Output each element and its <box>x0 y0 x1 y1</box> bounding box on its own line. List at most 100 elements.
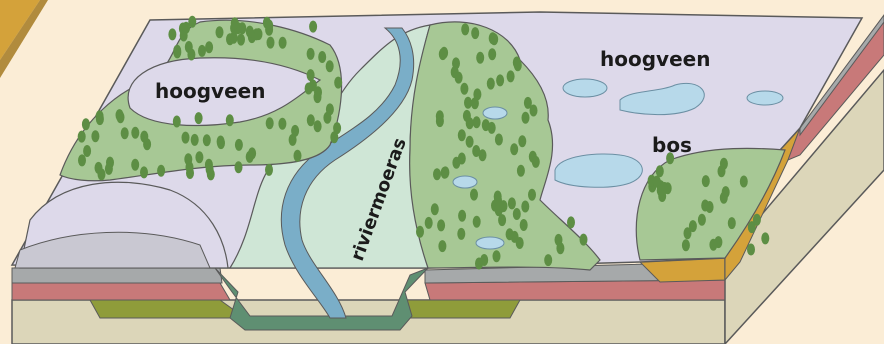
tree <box>248 147 256 159</box>
tree <box>718 165 726 177</box>
tree <box>235 139 243 151</box>
tree <box>207 168 215 180</box>
tree <box>425 217 433 229</box>
tree <box>203 134 211 146</box>
tree <box>457 228 465 240</box>
tree <box>488 122 496 134</box>
label-hoogveen-right: hoogveen <box>600 47 710 71</box>
tree <box>689 220 697 232</box>
tree <box>437 219 445 231</box>
tree <box>436 115 444 127</box>
tree <box>82 118 90 130</box>
tree <box>185 41 193 53</box>
tree <box>488 48 496 60</box>
tree <box>455 72 463 84</box>
tree <box>116 109 124 121</box>
tree <box>524 97 532 109</box>
tree <box>255 28 263 40</box>
tree <box>441 166 449 178</box>
tree <box>487 78 495 90</box>
tree <box>709 239 717 251</box>
tree <box>513 57 521 69</box>
tree <box>198 45 206 57</box>
tree <box>195 112 203 124</box>
tree <box>226 114 234 126</box>
pool <box>555 154 642 187</box>
tree <box>458 129 466 141</box>
tree <box>226 33 234 45</box>
tree <box>433 168 441 180</box>
tree <box>464 97 472 109</box>
tree <box>131 159 139 171</box>
tree <box>580 234 588 246</box>
tree <box>307 114 315 126</box>
tree <box>246 26 254 38</box>
tree <box>121 127 129 139</box>
tree <box>471 97 479 109</box>
tree <box>439 48 447 60</box>
tree <box>458 210 466 222</box>
tree <box>318 51 326 63</box>
tree <box>294 150 302 162</box>
tree <box>334 77 342 89</box>
tree <box>182 22 190 34</box>
tree <box>333 122 341 134</box>
tree <box>96 113 104 125</box>
tree <box>279 37 287 49</box>
pool <box>453 176 477 188</box>
tree <box>516 237 524 249</box>
tree <box>78 131 86 143</box>
tree <box>265 24 273 36</box>
tree <box>510 143 518 155</box>
tree <box>567 216 575 228</box>
tree <box>479 149 487 161</box>
tree <box>416 226 424 238</box>
tree <box>522 112 530 124</box>
tree <box>438 240 446 252</box>
tree <box>476 52 484 64</box>
tree <box>184 153 192 165</box>
tree <box>466 136 474 148</box>
tree <box>83 145 91 157</box>
tree <box>496 74 504 86</box>
tree <box>508 197 516 209</box>
tree <box>461 23 469 35</box>
tree <box>168 28 176 40</box>
label-hoogveen-left: hoogveen <box>155 79 265 103</box>
tree <box>95 162 103 174</box>
tree <box>702 175 710 187</box>
tree <box>507 70 515 82</box>
tree <box>720 192 728 204</box>
tree <box>473 116 481 128</box>
tree <box>216 26 224 38</box>
tree <box>323 112 331 124</box>
tree <box>518 135 526 147</box>
tree <box>521 201 529 213</box>
tree <box>278 118 286 130</box>
tree <box>217 137 225 149</box>
tree <box>528 189 536 201</box>
tree <box>463 110 471 122</box>
tree <box>513 208 521 220</box>
tree <box>307 69 315 81</box>
tree <box>78 154 86 166</box>
tree <box>458 153 466 165</box>
tree <box>495 134 503 146</box>
tree <box>235 161 243 173</box>
tree <box>747 244 755 256</box>
tree <box>182 132 190 144</box>
tree <box>490 33 498 45</box>
tree <box>475 258 483 270</box>
tree <box>761 232 769 244</box>
tree <box>307 48 315 60</box>
tree <box>265 164 273 176</box>
tree <box>555 234 563 246</box>
tree <box>231 17 239 29</box>
tree <box>506 228 514 240</box>
cross-section-front <box>12 258 725 344</box>
tree <box>173 116 181 128</box>
tree <box>682 239 690 251</box>
tree <box>753 214 761 226</box>
tree <box>471 27 479 39</box>
